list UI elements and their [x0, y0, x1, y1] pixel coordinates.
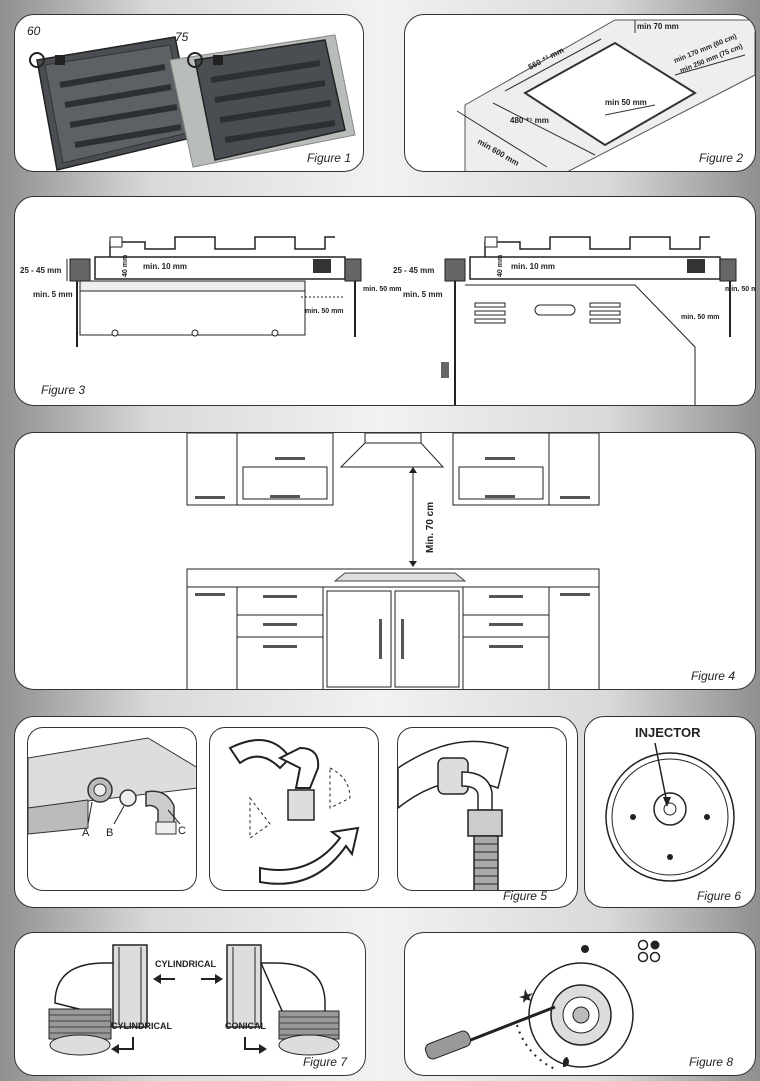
- figure-5-step-c: [397, 727, 567, 891]
- right-section-drawing: [441, 236, 737, 405]
- figure-5-step-b: [209, 727, 379, 891]
- figure-8-caption: Figure 8: [688, 1055, 733, 1069]
- injector-label: INJECTOR: [635, 725, 701, 740]
- part-b-label: B: [106, 827, 113, 839]
- right-min-50-right-label: min. 50 mm: [725, 286, 756, 293]
- part-c-label: C: [178, 825, 186, 837]
- min-50-label: min 50 mm: [605, 98, 647, 107]
- figure-2-caption: Figure 2: [698, 151, 743, 165]
- right-height-40-label: 40 mm: [497, 255, 504, 277]
- part-a-label: A: [82, 827, 90, 839]
- figure-3-panel: 25 - 45 mm 40 mm min. 10 mm min. 5 mm mi…: [14, 196, 756, 406]
- depth-480-label: 480 ⁺¹ mm: [510, 116, 549, 125]
- figure-1-panel: 60 75 Figure 1: [14, 14, 364, 172]
- hob-60-drawing: [29, 36, 196, 171]
- left-min-5-label: min. 5 mm: [33, 290, 73, 299]
- cutout-dimensions-diagram: min 70 mm 560 ⁺¹ mm 480 ⁺¹ mm min 170 mm…: [456, 19, 755, 171]
- min-70cm-label: Min. 70 cm: [425, 502, 436, 553]
- figure-5-step-a: A B C: [27, 727, 197, 891]
- figure-6-panel: INJECTOR Figure 6: [584, 716, 756, 908]
- cylindrical-top-label: CYLINDRICAL: [155, 959, 216, 969]
- gas-connection-parts-drawing: A B C: [28, 737, 196, 839]
- left-min-50-right-label: min. 50 mm: [363, 286, 402, 293]
- figure-4-caption: Figure 4: [690, 669, 735, 683]
- flame-adjustment-drawing: [424, 939, 661, 1070]
- left-section-drawing: [66, 236, 362, 347]
- hob-types-illustration: 60 75: [27, 24, 356, 171]
- figure-2-panel: min 70 mm 560 ⁺¹ mm 480 ⁺¹ mm min 170 mm…: [404, 14, 756, 172]
- figure-8-panel: Figure 8: [404, 932, 756, 1076]
- hob-75-drawing: [169, 34, 356, 168]
- left-min-10-label: min. 10 mm: [143, 262, 187, 271]
- right-height-25-45-label: 25 - 45 mm: [393, 266, 434, 275]
- kitchen-layout-diagram: Min. 70 cm: [186, 433, 600, 689]
- hose-connection-drawing: [398, 740, 509, 890]
- fitting-types-drawing: CYLINDRICAL CYLINDRICAL CONICAL: [48, 944, 340, 1056]
- right-min-5-label: min. 5 mm: [403, 290, 443, 299]
- right-min-50-bottom-label: min. 50 mm: [681, 314, 720, 321]
- hob-75-label: 75: [175, 30, 189, 44]
- figure-5-caption: Figure 5: [502, 889, 547, 903]
- hob-60-label: 60: [27, 24, 41, 38]
- left-height-40-label: 40 mm: [122, 255, 129, 277]
- figure-3-caption: Figure 3: [41, 383, 86, 397]
- figure-7-panel: CYLINDRICAL CYLINDRICAL CONICAL Figure 7: [14, 932, 366, 1076]
- conical-label: CONICAL: [225, 1021, 266, 1031]
- wrench-tightening-drawing: [228, 739, 360, 885]
- figure-6-caption: Figure 6: [696, 889, 741, 903]
- installation-section-diagram: 25 - 45 mm 40 mm min. 10 mm min. 5 mm mi…: [20, 236, 756, 405]
- figure-7-caption: Figure 7: [302, 1055, 347, 1069]
- right-min-10-label: min. 10 mm: [511, 262, 555, 271]
- injector-burner-drawing: INJECTOR: [605, 725, 735, 882]
- figure-4-panel: Min. 70 cm Figure 4: [14, 432, 756, 690]
- figure-5-panel: A B C Figure 5: [14, 716, 578, 908]
- min-70-label: min 70 mm: [637, 22, 679, 31]
- left-height-25-45-label: 25 - 45 mm: [20, 266, 61, 275]
- figure-1-caption: Figure 1: [306, 151, 351, 165]
- left-min-50-bottom-label: min. 50 mm: [305, 308, 344, 315]
- cylindrical-bottom-label: CYLINDRICAL: [111, 1021, 172, 1031]
